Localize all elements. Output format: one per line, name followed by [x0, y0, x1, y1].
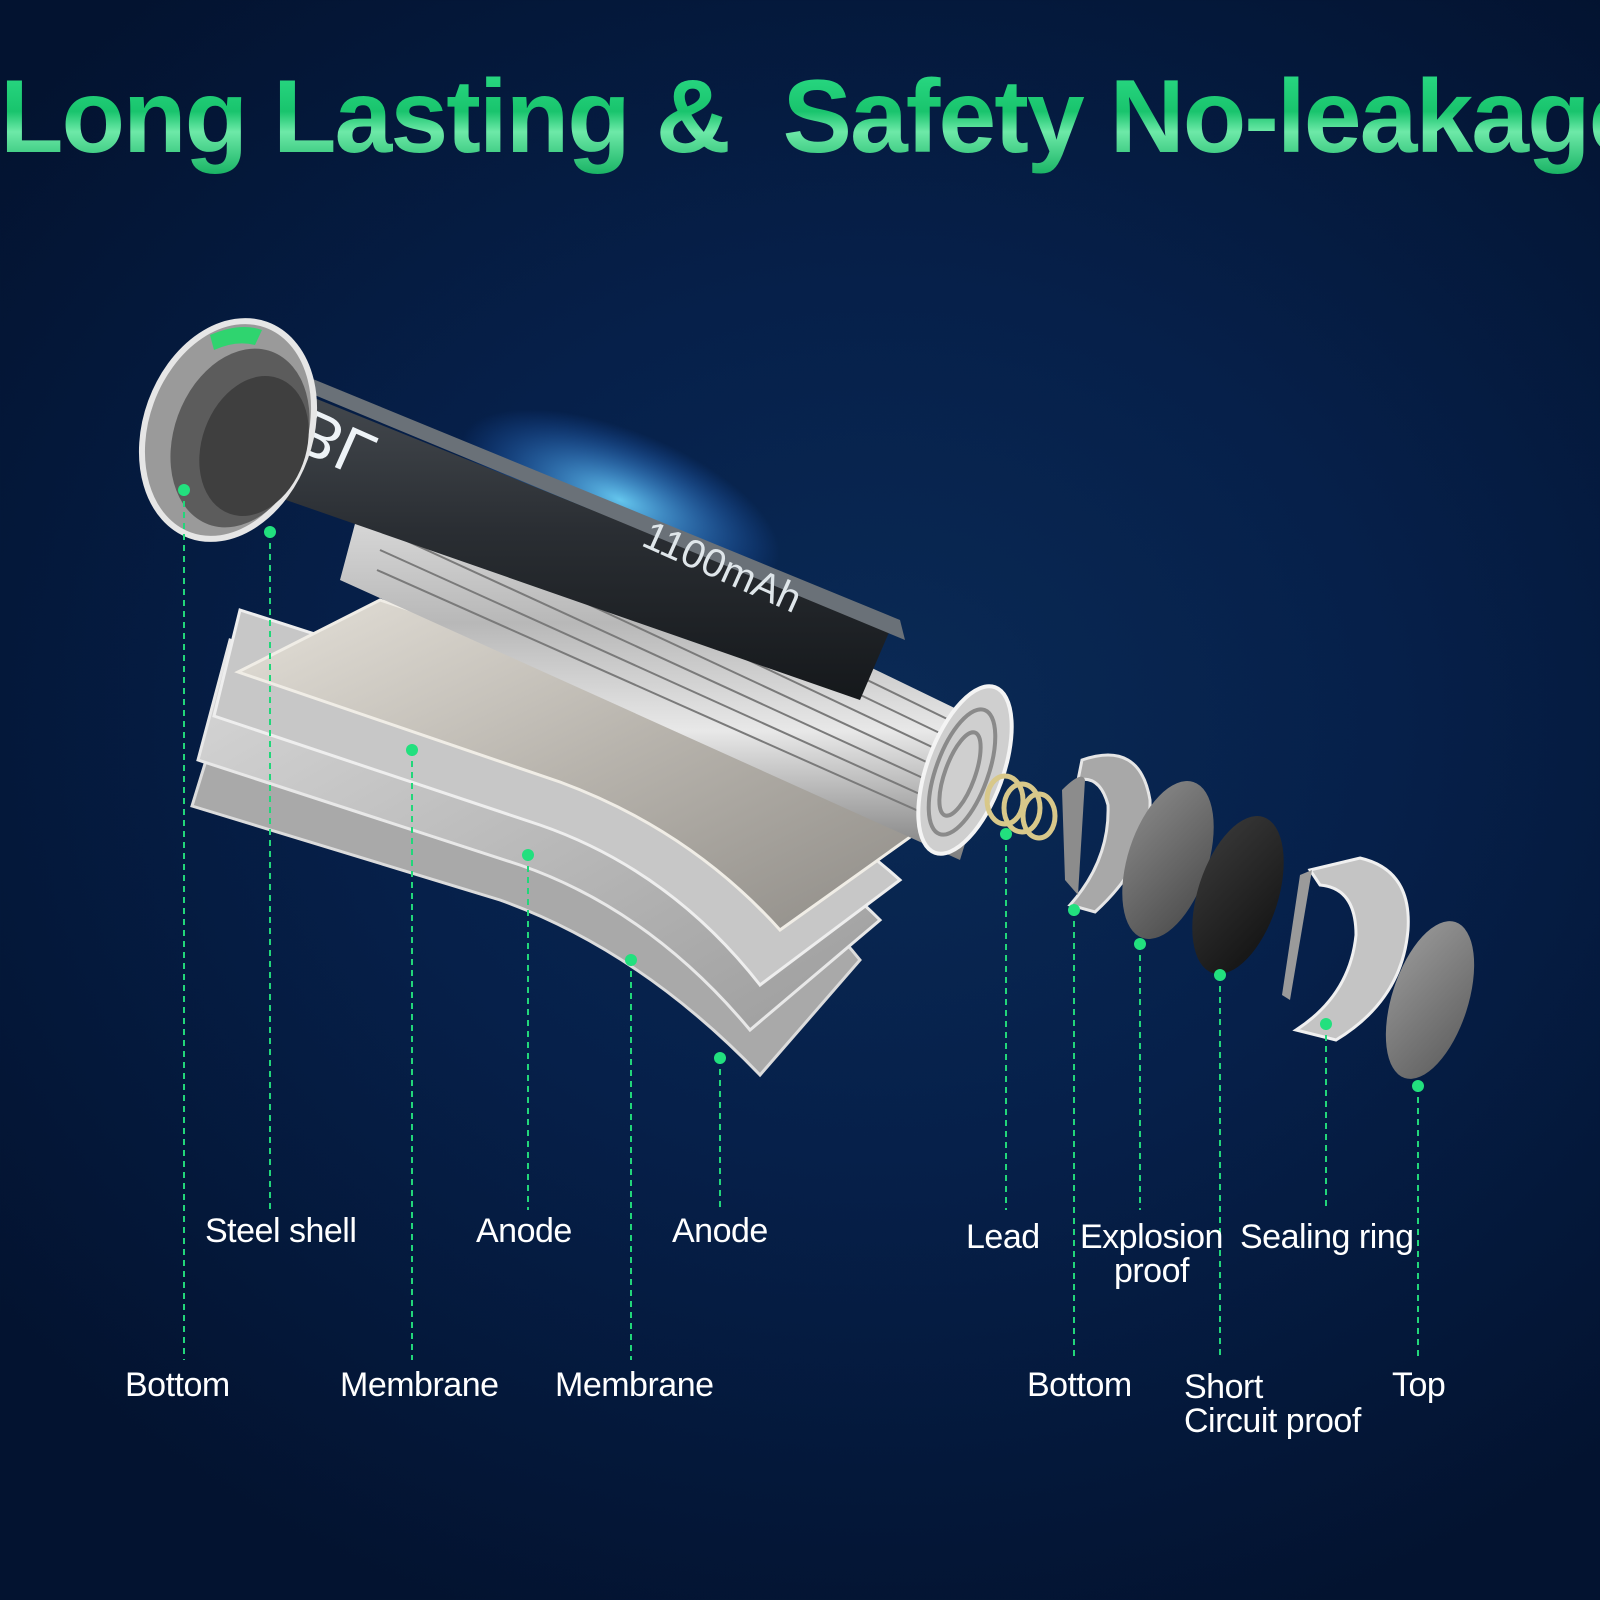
green-band — [210, 326, 262, 350]
dot-anode-2 — [714, 1052, 726, 1064]
top-disc — [1385, 921, 1475, 1079]
label-short-circuit-proof: Short Circuit proof — [1184, 1368, 1361, 1440]
leader-lines — [183, 490, 1419, 1360]
dot-explosion-proof — [1134, 938, 1146, 950]
label-bottom-left: Bottom — [125, 1366, 230, 1404]
gray-disc — [1122, 781, 1214, 939]
label-anode-1: Anode — [476, 1212, 572, 1250]
dot-sealing-ring — [1320, 1018, 1332, 1030]
dot-lead — [1000, 828, 1012, 840]
headline: Long Lasting & Safety No-leakage — [0, 59, 1600, 175]
dot-bottom-left — [178, 484, 190, 496]
label-top: Top — [1392, 1366, 1446, 1404]
sealing-ring-part — [1282, 856, 1410, 1042]
label-anode-2: Anode — [672, 1212, 768, 1250]
bottom-cap — [138, 318, 318, 542]
label-membrane-1: Membrane — [340, 1366, 499, 1404]
dark-disc — [1192, 816, 1284, 974]
spring-lead — [984, 773, 1058, 841]
dot-short-circuit — [1214, 969, 1226, 981]
label-membrane-2: Membrane — [555, 1366, 714, 1404]
electrode-sheets — [190, 598, 923, 1078]
dot-anode-1 — [522, 849, 534, 861]
label-explosion-proof: Explosion proof — [1080, 1218, 1223, 1290]
dot-top — [1412, 1080, 1424, 1092]
label-lead: Lead — [966, 1218, 1040, 1256]
dot-membrane-2 — [625, 954, 637, 966]
label-sealing-ring: Sealing ring — [1240, 1218, 1414, 1256]
dot-bottom-right — [1068, 904, 1080, 916]
dot-membrane-1 — [406, 744, 418, 756]
label-bottom-right: Bottom — [1027, 1366, 1132, 1404]
label-steel-shell: Steel shell — [205, 1212, 357, 1250]
dot-steel-shell — [264, 526, 276, 538]
anchor-dots — [178, 484, 1424, 1092]
explosion-proof-cup — [1062, 753, 1152, 914]
